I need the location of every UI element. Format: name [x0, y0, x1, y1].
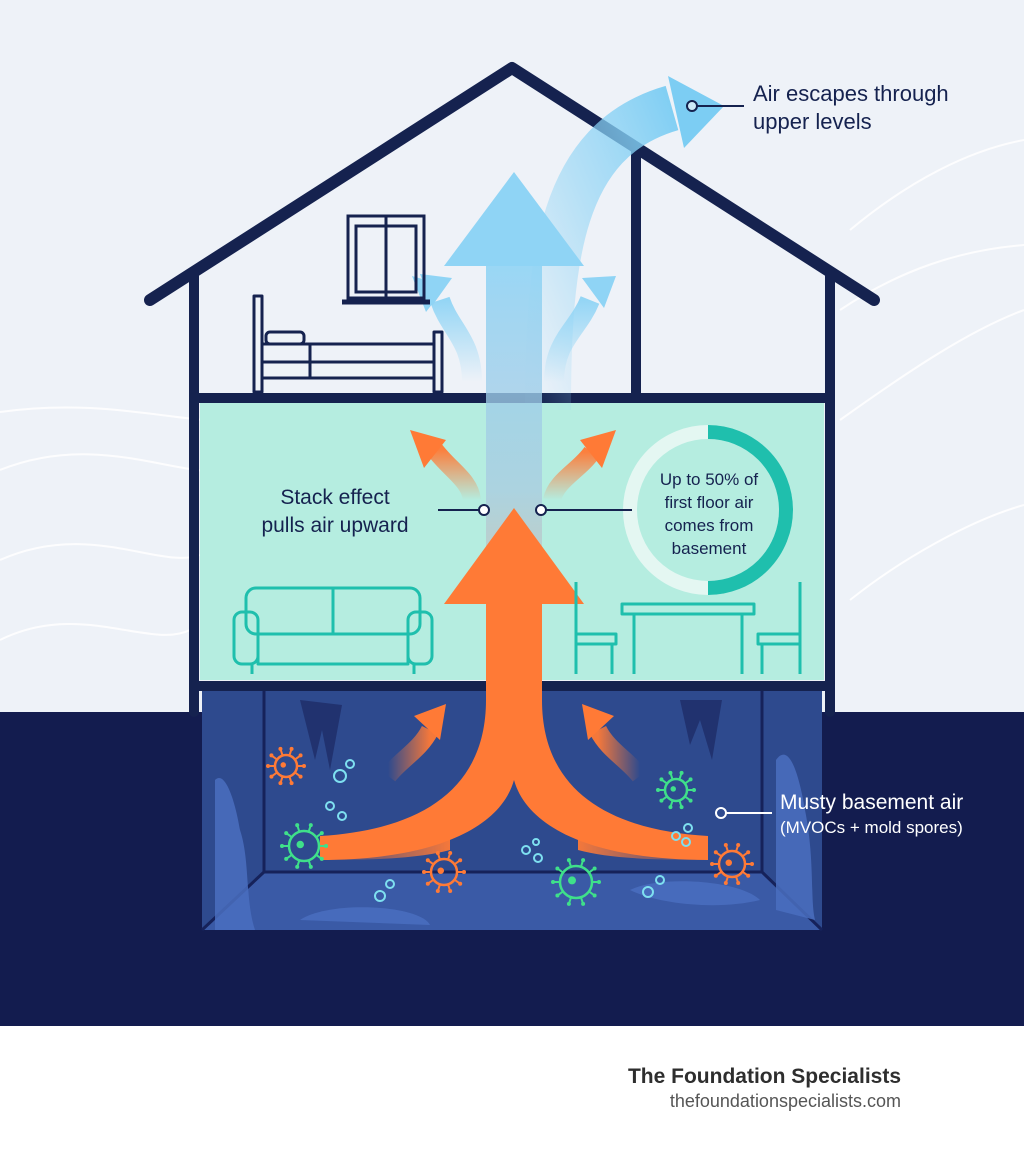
upper-levels-label: Air escapes through upper levels	[753, 80, 949, 136]
gauge-fill	[707, 425, 793, 595]
air-bubble-icon	[671, 831, 681, 841]
percent-label-line3: comes from	[664, 516, 754, 535]
percent-label-line4: basement	[671, 539, 747, 558]
footer-band	[0, 1026, 1024, 1154]
sofa-icon	[232, 586, 434, 674]
air-bubble-icon	[333, 769, 347, 783]
mold-spore-icon	[280, 823, 328, 869]
air-bubble-icon	[532, 838, 540, 846]
air-bubbles	[325, 759, 693, 902]
air-bubble-icon	[337, 811, 347, 821]
percent-label-line2: first floor air	[664, 493, 754, 512]
mold-spore-icon	[710, 842, 754, 886]
air-bubble-icon	[325, 801, 335, 811]
background-wind-lines	[0, 139, 1024, 641]
moisture-stains	[215, 700, 815, 930]
mold-spore-icon	[551, 858, 601, 906]
chair-icon	[574, 582, 802, 674]
air-bubble-icon	[642, 886, 654, 898]
table-icon	[620, 602, 756, 674]
upper-levels-label-line2: upper levels	[753, 109, 872, 134]
stack-effect-label: Stack effect pulls air upward	[230, 484, 440, 540]
brand-block: The Foundation Specialists thefoundation…	[628, 1064, 901, 1112]
basement-callout-line	[715, 807, 772, 819]
air-bubble-icon	[681, 837, 691, 847]
mold-spore-icon	[422, 850, 466, 894]
air-bubble-icon	[533, 853, 543, 863]
bed-icon	[252, 294, 444, 394]
upper-small-arrows	[412, 274, 616, 383]
basement-small-arrows	[380, 704, 648, 782]
stack-effect-label-line1: Stack effect	[280, 486, 390, 509]
stack-effect-label-line2: pulls air upward	[261, 514, 409, 537]
air-bubble-icon	[345, 759, 355, 769]
basement-air-label: Musty basement air (MVOCs + mold spores)	[780, 790, 963, 840]
percent-label: Up to 50% of first floor air comes from …	[628, 468, 790, 560]
percent-label-line1: Up to 50% of	[659, 470, 759, 489]
callout-lines	[438, 100, 744, 516]
air-bubble-icon	[374, 890, 386, 902]
brand-url: thefoundationspecialists.com	[669, 1091, 901, 1111]
air-bubble-icon	[655, 875, 665, 885]
basement-air-subtitle: (MVOCs + mold spores)	[780, 818, 963, 837]
mold-spore-icon	[266, 746, 306, 786]
basement-air-title: Musty basement air	[780, 791, 964, 814]
air-bubble-icon	[683, 823, 693, 833]
window-icon	[342, 214, 430, 305]
warm-air-arrow	[320, 508, 708, 860]
upper-levels-label-line1: Air escapes through	[753, 81, 949, 106]
first-floor-small-arrows	[410, 430, 616, 503]
mold-spores	[266, 746, 754, 906]
mold-spore-icon	[656, 770, 696, 810]
brand-name: The Foundation Specialists	[627, 1065, 901, 1088]
air-bubble-icon	[385, 879, 395, 889]
air-bubble-icon	[521, 845, 531, 855]
